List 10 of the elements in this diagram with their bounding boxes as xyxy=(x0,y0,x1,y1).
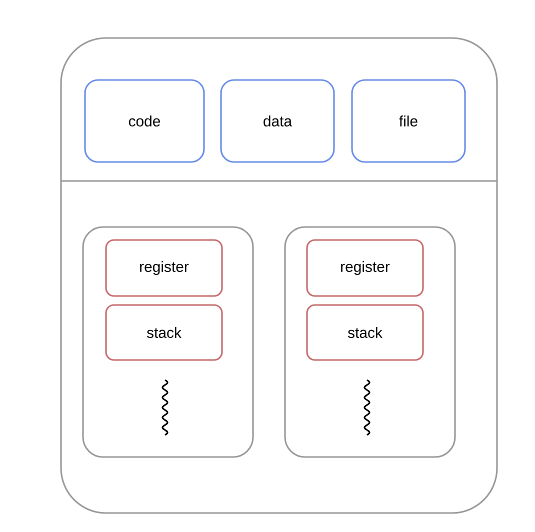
register-box: register xyxy=(306,239,424,297)
segment-box: code xyxy=(84,79,205,163)
stack-box: stack xyxy=(306,304,424,361)
thread-box xyxy=(284,226,456,458)
thread-box xyxy=(82,226,254,458)
segment-box: data xyxy=(220,79,335,163)
register-box: register xyxy=(105,239,223,297)
process-box xyxy=(60,37,498,514)
stack-box: stack xyxy=(105,304,223,361)
segment-box: file xyxy=(351,79,466,163)
